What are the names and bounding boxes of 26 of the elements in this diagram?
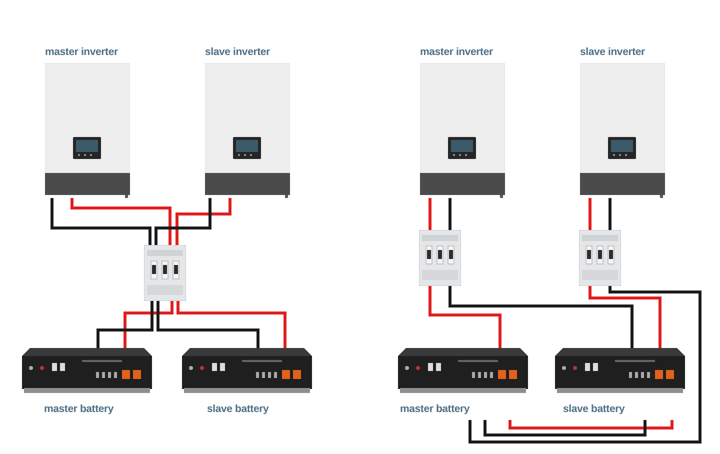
cable — [468, 286, 702, 444]
cable — [448, 198, 452, 230]
cable — [70, 198, 172, 245]
device-label: master battery — [44, 403, 114, 416]
device-label: slave battery — [563, 403, 625, 416]
cable — [96, 301, 154, 348]
cable — [124, 301, 174, 348]
cable — [608, 198, 612, 230]
cable — [448, 286, 634, 348]
cable — [508, 420, 674, 430]
cable — [428, 286, 502, 348]
cable — [50, 198, 152, 245]
cable — [176, 198, 232, 245]
device-label: master battery — [400, 403, 470, 416]
cable — [154, 198, 212, 245]
device-label: master inverter — [420, 46, 493, 59]
cable — [588, 198, 592, 230]
cable — [588, 286, 662, 348]
device-label: slave inverter — [580, 46, 645, 59]
device-label: slave battery — [207, 403, 269, 416]
device-label: slave inverter — [205, 46, 270, 59]
cable — [156, 301, 260, 348]
cable — [428, 198, 432, 230]
cable — [484, 420, 646, 436]
device-label: master inverter — [45, 46, 118, 59]
cable — [176, 301, 286, 348]
